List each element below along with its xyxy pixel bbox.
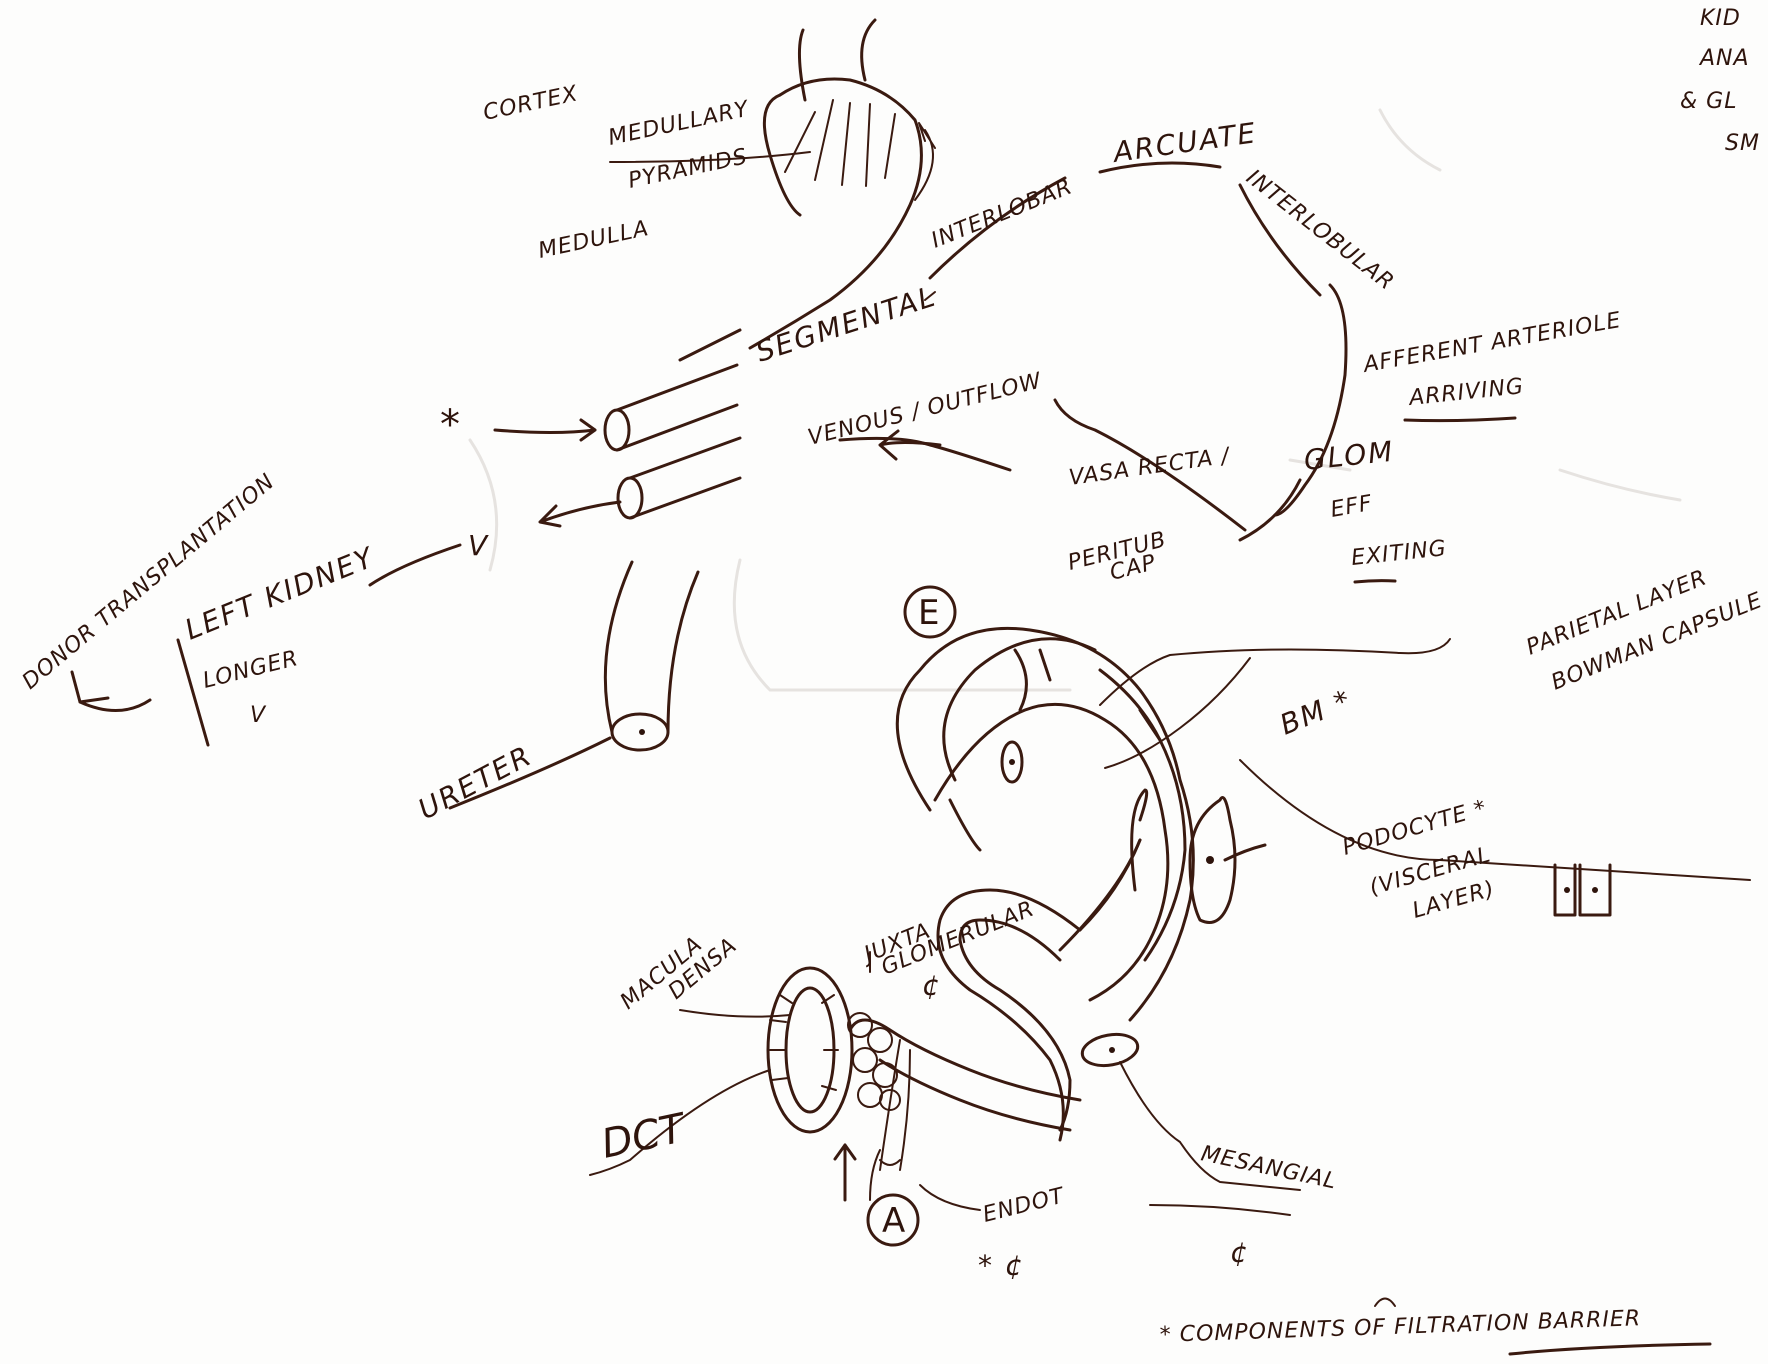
renal-artery-vessel	[605, 365, 737, 450]
bowman-capsule	[897, 628, 1750, 1020]
ureter-vessel	[605, 562, 698, 750]
dct-label: DCT	[598, 1105, 692, 1168]
title-line1: KID	[1700, 6, 1741, 31]
endot-label: ENDOT	[980, 1183, 1067, 1227]
star-a-mark: *	[440, 402, 460, 448]
ureter-label: URETER	[413, 739, 538, 826]
interlobar-label: INTERLOBAR	[928, 174, 1076, 253]
labels: KID ANA & GL SM CORTEX MEDULLARY PYRAMID…	[18, 6, 1767, 1348]
arriving-label: ARRIVING	[1406, 374, 1525, 411]
afferent-arteriole-label: AFFERENT ARTERIOLE	[1360, 308, 1624, 378]
venous-outflow-label: VENOUS / OUTFLOW	[805, 368, 1044, 450]
a-circle-label: A	[882, 1201, 905, 1241]
title-line3: & GL	[1680, 89, 1737, 114]
longer-v-mark: V	[250, 703, 267, 728]
v-mark: V	[468, 529, 489, 562]
eff-label: EFF	[1329, 491, 1375, 523]
e-circle-label: E	[918, 593, 939, 633]
medulla-label: MEDULLA	[536, 216, 651, 264]
renal-vein-vessel	[618, 438, 740, 518]
medullary-label: MEDULLARY	[606, 97, 752, 151]
mesangial-cell-mark: ¢	[1230, 1236, 1250, 1269]
arcuate-label: ARCUATE	[1109, 116, 1259, 169]
longer-label: LONGER	[200, 646, 301, 694]
inflow-arrow	[495, 420, 595, 440]
segmental-label: SEGMENTAL	[752, 279, 940, 368]
endot-cell-mark: * ¢	[978, 1249, 1025, 1282]
vasa-recta-label: VASA RECTA /	[1067, 443, 1233, 491]
title-line2: ANA	[1698, 46, 1750, 71]
glom-label: GLOM	[1302, 435, 1396, 477]
left-kidney-label: LEFT KIDNEY	[180, 540, 379, 646]
juxta-cell-mark: ¢	[922, 969, 942, 1002]
cortex-label: CORTEX	[481, 81, 580, 125]
pyramids-label: PYRAMIDS	[626, 144, 750, 194]
filtration-barrier-footnote: * COMPONENTS OF FILTRATION BARRIER	[1159, 1306, 1641, 1348]
bm-label: BM *	[1275, 683, 1356, 741]
title-line4: SM	[1725, 131, 1760, 156]
exiting-label: EXITING	[1350, 536, 1448, 571]
outflow-arrow	[540, 502, 620, 526]
